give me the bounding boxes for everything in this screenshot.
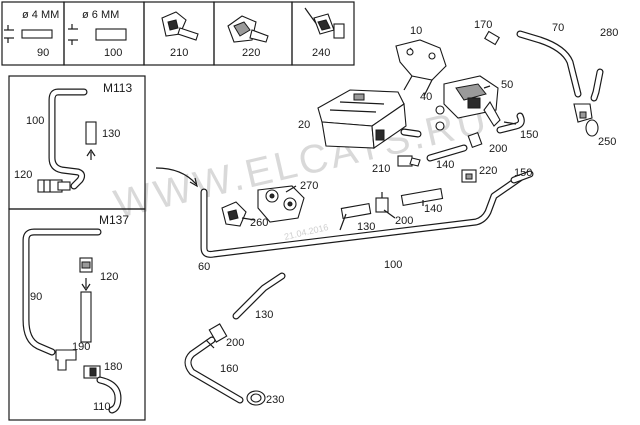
callout-160: 160 xyxy=(220,363,238,375)
callout-270: 270 xyxy=(300,180,318,192)
legend-strip: ø 4 MM 90 ø 6 MM 100 210 220 xyxy=(1,1,355,66)
connector-200-lower-icon xyxy=(205,323,228,349)
callout-labels: 10 20 40 50 60 70 100 130 130 140 140 15… xyxy=(198,19,618,406)
inset-m113-title: M113 xyxy=(103,81,132,95)
callout-200-low: 200 xyxy=(226,337,244,349)
valve-240-icon xyxy=(304,7,345,39)
m137-label-90: 90 xyxy=(30,291,42,303)
tee-190-icon xyxy=(55,349,77,371)
part-label-90: 90 xyxy=(37,47,49,59)
callout-130-mid: 130 xyxy=(357,221,375,233)
connector-210-icon xyxy=(161,11,199,41)
callout-60: 60 xyxy=(198,261,210,273)
callout-40: 40 xyxy=(420,91,432,103)
m113-label-130: 130 xyxy=(102,128,120,140)
callout-10: 10 xyxy=(410,25,422,37)
inset-m137-frame xyxy=(8,208,146,421)
callout-70: 70 xyxy=(552,22,564,34)
purge-valve-50 xyxy=(435,75,501,131)
hose-130-mid xyxy=(340,203,372,219)
leader-lines xyxy=(241,47,517,231)
holder-250 xyxy=(573,103,599,137)
m113-label-120: 120 xyxy=(14,169,32,181)
callout-140-mid: 140 xyxy=(424,203,442,215)
part-label-210: 210 xyxy=(170,47,188,59)
m113-label-100: 100 xyxy=(26,115,44,127)
clip-270 xyxy=(257,185,305,223)
connector-200-top-icon xyxy=(467,131,483,149)
tube-6mm-icon xyxy=(95,28,127,41)
part-label-100: 100 xyxy=(104,47,122,59)
m137-label-110: 110 xyxy=(93,401,111,413)
connector-220-icon xyxy=(227,15,269,43)
hose-130-m113-icon xyxy=(85,121,97,145)
fitting-120-m113-icon xyxy=(37,179,71,193)
callout-220: 220 xyxy=(479,165,497,177)
callout-260: 260 xyxy=(250,217,268,229)
callout-170: 170 xyxy=(474,19,492,31)
bracket-260 xyxy=(221,201,247,227)
part-label-240: 240 xyxy=(312,47,330,59)
callout-140-top: 140 xyxy=(436,159,454,171)
clamp-230-icon xyxy=(246,390,266,406)
callout-100: 100 xyxy=(384,259,402,271)
fitting-120-m137-icon xyxy=(79,257,93,273)
callout-150-right: 150 xyxy=(520,129,538,141)
callout-200-top: 200 xyxy=(489,143,507,155)
hose-170 xyxy=(484,30,500,46)
connector-200-mid-icon xyxy=(375,192,389,213)
pointer-arrow-icon xyxy=(155,167,197,185)
canister-20 xyxy=(317,89,407,149)
valve-180-icon xyxy=(83,365,101,379)
connector-220-icon xyxy=(461,169,477,183)
diameter-4mm-label: ø 4 MM xyxy=(22,9,59,21)
callout-280: 280 xyxy=(600,27,618,39)
callout-50: 50 xyxy=(501,79,513,91)
bracket-10 xyxy=(395,39,447,97)
callout-20: 20 xyxy=(298,119,310,131)
callout-150-top: 150 xyxy=(514,167,532,179)
hose-m137-icon xyxy=(80,291,92,343)
diameter-6mm-label: ø 6 MM xyxy=(82,9,119,21)
connector-210-icon xyxy=(397,155,421,167)
legend-box-240 xyxy=(291,1,355,66)
tube-4mm-icon xyxy=(21,29,53,39)
callout-210: 210 xyxy=(372,163,390,175)
inset-m137-title: M137 xyxy=(99,213,129,227)
callout-250: 250 xyxy=(598,136,616,148)
m137-label-120: 120 xyxy=(100,271,118,283)
callout-130-low: 130 xyxy=(255,309,273,321)
part-label-220: 220 xyxy=(242,47,260,59)
callout-230: 230 xyxy=(266,394,284,406)
callout-200-mid: 200 xyxy=(395,215,413,227)
m137-label-180: 180 xyxy=(104,361,122,373)
m137-label-190: 190 xyxy=(72,341,90,353)
inset-m137: M137 90 120 190 180 110 xyxy=(8,208,146,421)
inset-m113: M113 100 130 120 xyxy=(8,75,146,210)
